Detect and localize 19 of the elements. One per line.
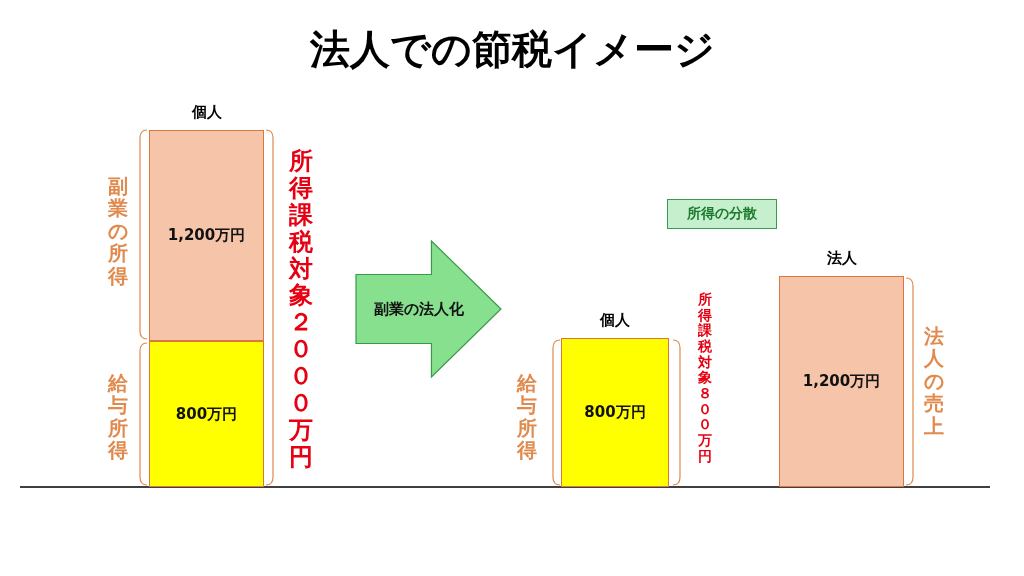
vertical-label: 法人の売上 xyxy=(924,325,944,437)
income-block xyxy=(149,341,264,487)
title: 法人での節税イメージ xyxy=(308,25,716,74)
vertical-label: 給与所得 xyxy=(108,372,128,462)
vertical-label: 給与所得 xyxy=(517,372,537,462)
amount-text: 800万円 xyxy=(175,404,238,424)
vertical-label: 所得課税対象８００万円 xyxy=(698,292,712,465)
column-heading: 個人 xyxy=(190,103,223,122)
amount-text: 1,200万円 xyxy=(167,226,246,245)
vertical-label: 所得課税対象２０００万円 xyxy=(289,148,313,471)
tag-text: 所得の分散 xyxy=(687,205,757,223)
amount-text: 800万円 xyxy=(584,403,646,422)
arrow-label: 副業の法人化 xyxy=(373,299,464,319)
vertical-label: 副業の所得 xyxy=(108,175,128,287)
block-arrow xyxy=(355,240,502,378)
column-heading: 個人 xyxy=(598,311,631,330)
tag-box xyxy=(667,199,777,229)
column-heading: 法人 xyxy=(825,249,858,268)
amount-text: 1,200万円 xyxy=(802,372,881,391)
